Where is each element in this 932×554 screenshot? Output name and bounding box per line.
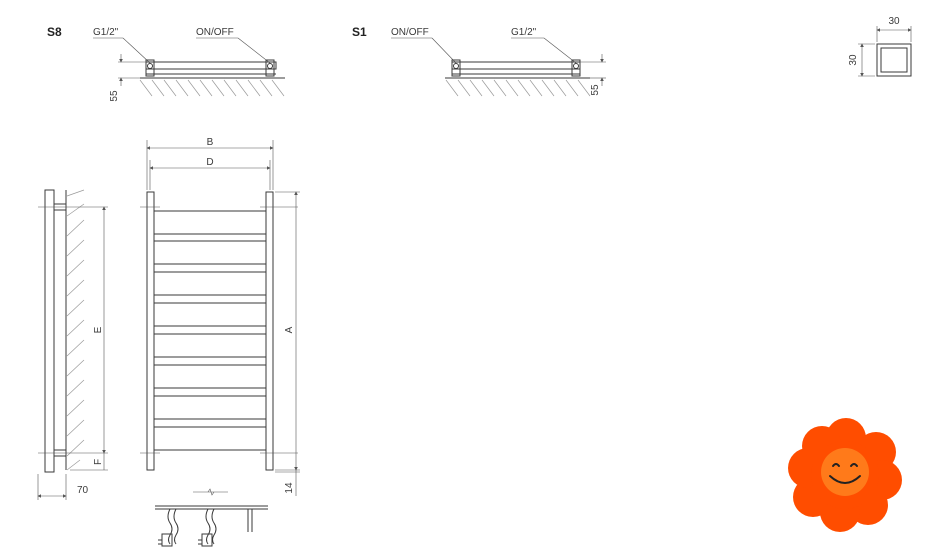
view-s8-connection-label: G1/2"	[93, 27, 119, 38]
connection-detail	[155, 488, 268, 547]
view-s1-depth-label: 55	[590, 84, 601, 96]
dim-f-label: F	[93, 459, 104, 465]
s8-wall-hatch	[139, 79, 285, 97]
view-s1-connection-label: G1/2"	[511, 27, 537, 38]
view-s8-switch-label: ON/OFF	[196, 27, 234, 38]
s8-right-valve	[265, 59, 275, 77]
dim-e-label: E	[93, 326, 104, 333]
dim-a-label: A	[284, 326, 295, 333]
dim-b-label: B	[207, 137, 214, 148]
side-tube	[44, 189, 55, 473]
view-s8: S8 G1/2" ON/OFF 55	[47, 25, 285, 102]
front-view: B D A 14	[140, 137, 300, 496]
view-s8-label: S8	[47, 25, 62, 39]
rungs	[153, 210, 267, 451]
s1-left-valve	[451, 59, 461, 77]
side-wall-hatch	[66, 189, 85, 471]
profile-section: 30 30	[848, 16, 912, 77]
profile-width-label: 30	[888, 16, 900, 27]
s8-left-valve	[145, 59, 155, 77]
right-upright	[265, 191, 274, 471]
dim-d-label: D	[206, 157, 213, 168]
side-depth-label: 70	[77, 485, 89, 496]
side-view: E F 70	[37, 189, 108, 500]
dim-bottom-label: 14	[284, 482, 295, 494]
smiling-flower-icon	[788, 418, 902, 532]
view-s8-depth-label: 55	[109, 90, 120, 102]
s1-right-valve	[571, 59, 581, 77]
profile-height-label: 30	[848, 54, 859, 66]
left-upright	[146, 191, 155, 471]
view-s1-label: S1	[352, 25, 367, 39]
view-s1-switch-label: ON/OFF	[391, 27, 429, 38]
view-s1: S1 ON/OFF G1/2" 55	[352, 25, 606, 97]
s1-wall-hatch	[445, 79, 591, 97]
